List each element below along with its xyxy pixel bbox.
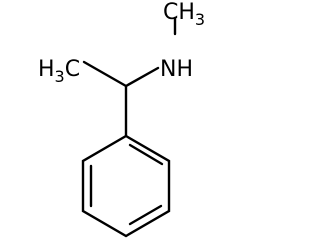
methyl-top-label: CH3 — [163, 0, 205, 29]
amine-main: NH — [160, 57, 193, 82]
methyl-left-subscript: 3 — [55, 67, 65, 86]
bond-methyl-left-to-center — [82, 60, 128, 88]
methyl-top-main: CH — [163, 0, 195, 25]
bond-center-to-nitrogen — [124, 66, 160, 88]
ring-double-bond-2 — [128, 204, 163, 226]
skeletal-structure: CH3 NH H3C — [38, 0, 205, 238]
ring-double-bond-1 — [128, 143, 164, 166]
structure-canvas: CH3 NH H3C — [38, 0, 205, 238]
methyl-left-main: H — [38, 57, 55, 82]
benzene-ring — [81, 134, 171, 238]
amine-label: NH — [160, 57, 193, 82]
methyl-left-tail: C — [65, 57, 80, 82]
methyl-left-label: H3C — [38, 57, 80, 86]
methyl-top-subscript: 3 — [195, 10, 205, 29]
